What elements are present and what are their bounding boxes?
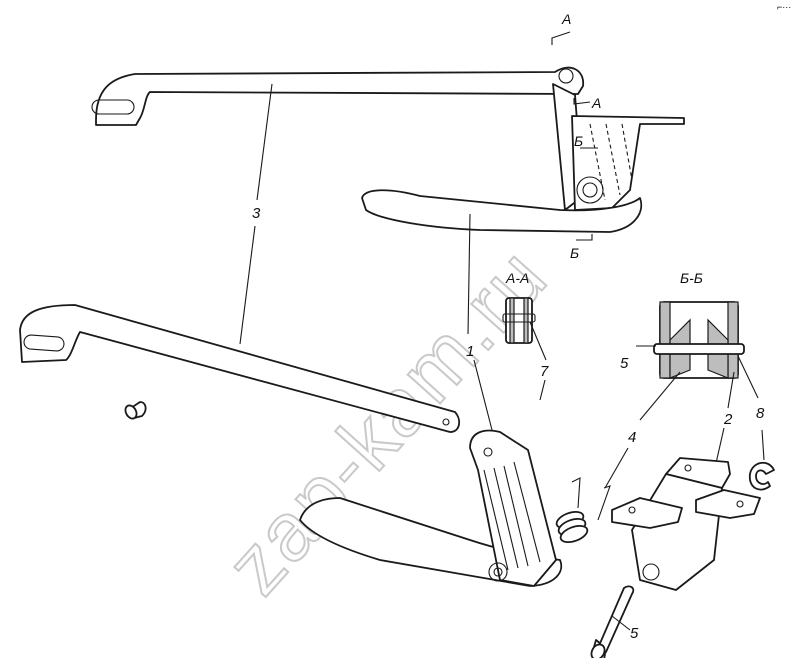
rod-3-upper (91, 66, 584, 126)
section-b-b: Б-Б 5 (620, 270, 745, 379)
cut-label-a-mid: А (591, 95, 601, 111)
section-label-b-b: Б-Б (680, 270, 703, 286)
leader-3-bottom (239, 225, 256, 345)
spring-4 (555, 477, 611, 544)
callout-5-pin: 5 (630, 625, 639, 642)
callout-8: 8 (756, 405, 765, 422)
section-label-a-a: А-А (505, 270, 529, 286)
cut-marks-upper: А А Б Б (551, 11, 601, 261)
leader-1-bottom (473, 359, 493, 431)
leader-8-top (737, 355, 759, 399)
pedal-1-lower (299, 429, 563, 587)
leader-8-bottom (761, 429, 765, 461)
leader-7-b (539, 379, 546, 401)
pin-5: 5 (590, 585, 639, 661)
callout-1: 1 (466, 343, 474, 360)
cut-label-b-mid: Б (574, 133, 583, 149)
clip-8 (748, 461, 775, 491)
callout-2: 2 (723, 411, 733, 428)
cut-label-a-top: А (561, 11, 571, 27)
leader-4-bottom (604, 447, 629, 489)
leader-4-top (639, 371, 681, 421)
leader-5-pin (611, 615, 631, 631)
callout-3: 3 (252, 205, 261, 222)
section-a-a: А-А 7 (502, 270, 549, 401)
leader-7 (529, 321, 547, 361)
leader-1-top (467, 213, 471, 335)
pedal-bracket-upper (552, 83, 685, 211)
cut-label-b-bottom: Б (570, 245, 579, 261)
corner-mark: ⌐⋯ (777, 2, 791, 12)
callout-7: 7 (540, 363, 549, 380)
callout-5-section: 5 (620, 355, 629, 372)
leader-2-top (727, 371, 735, 409)
pin-7 (124, 401, 147, 420)
pedal-upper (361, 189, 643, 233)
leader-3-top (256, 83, 273, 201)
callout-4: 4 (628, 429, 636, 446)
bracket-2 (611, 457, 761, 591)
rod-3-lower (19, 304, 461, 433)
